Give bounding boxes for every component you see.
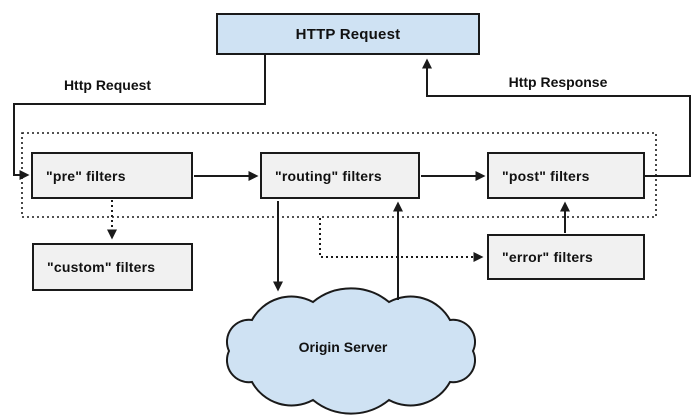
origin-server-cloud <box>226 287 476 415</box>
http-response-edge-label: Http Response <box>508 74 608 90</box>
response-flow-line <box>422 58 691 177</box>
post-filters-box: "post" filters <box>487 152 645 199</box>
custom-filters-box: "custom" filters <box>32 243 193 291</box>
pre-filters-box: "pre" filters <box>31 152 193 199</box>
routing-filters-box: "routing" filters <box>260 152 420 199</box>
error-filters-box: "error" filters <box>487 234 645 280</box>
request-flow-line <box>13 55 266 180</box>
http-request-edge-label: Http Request <box>63 77 152 93</box>
origin-server-label: Origin Server <box>298 339 388 355</box>
filters-to-error-dotted-arrow <box>319 218 484 262</box>
http-request-box: HTTP Request <box>216 13 480 55</box>
